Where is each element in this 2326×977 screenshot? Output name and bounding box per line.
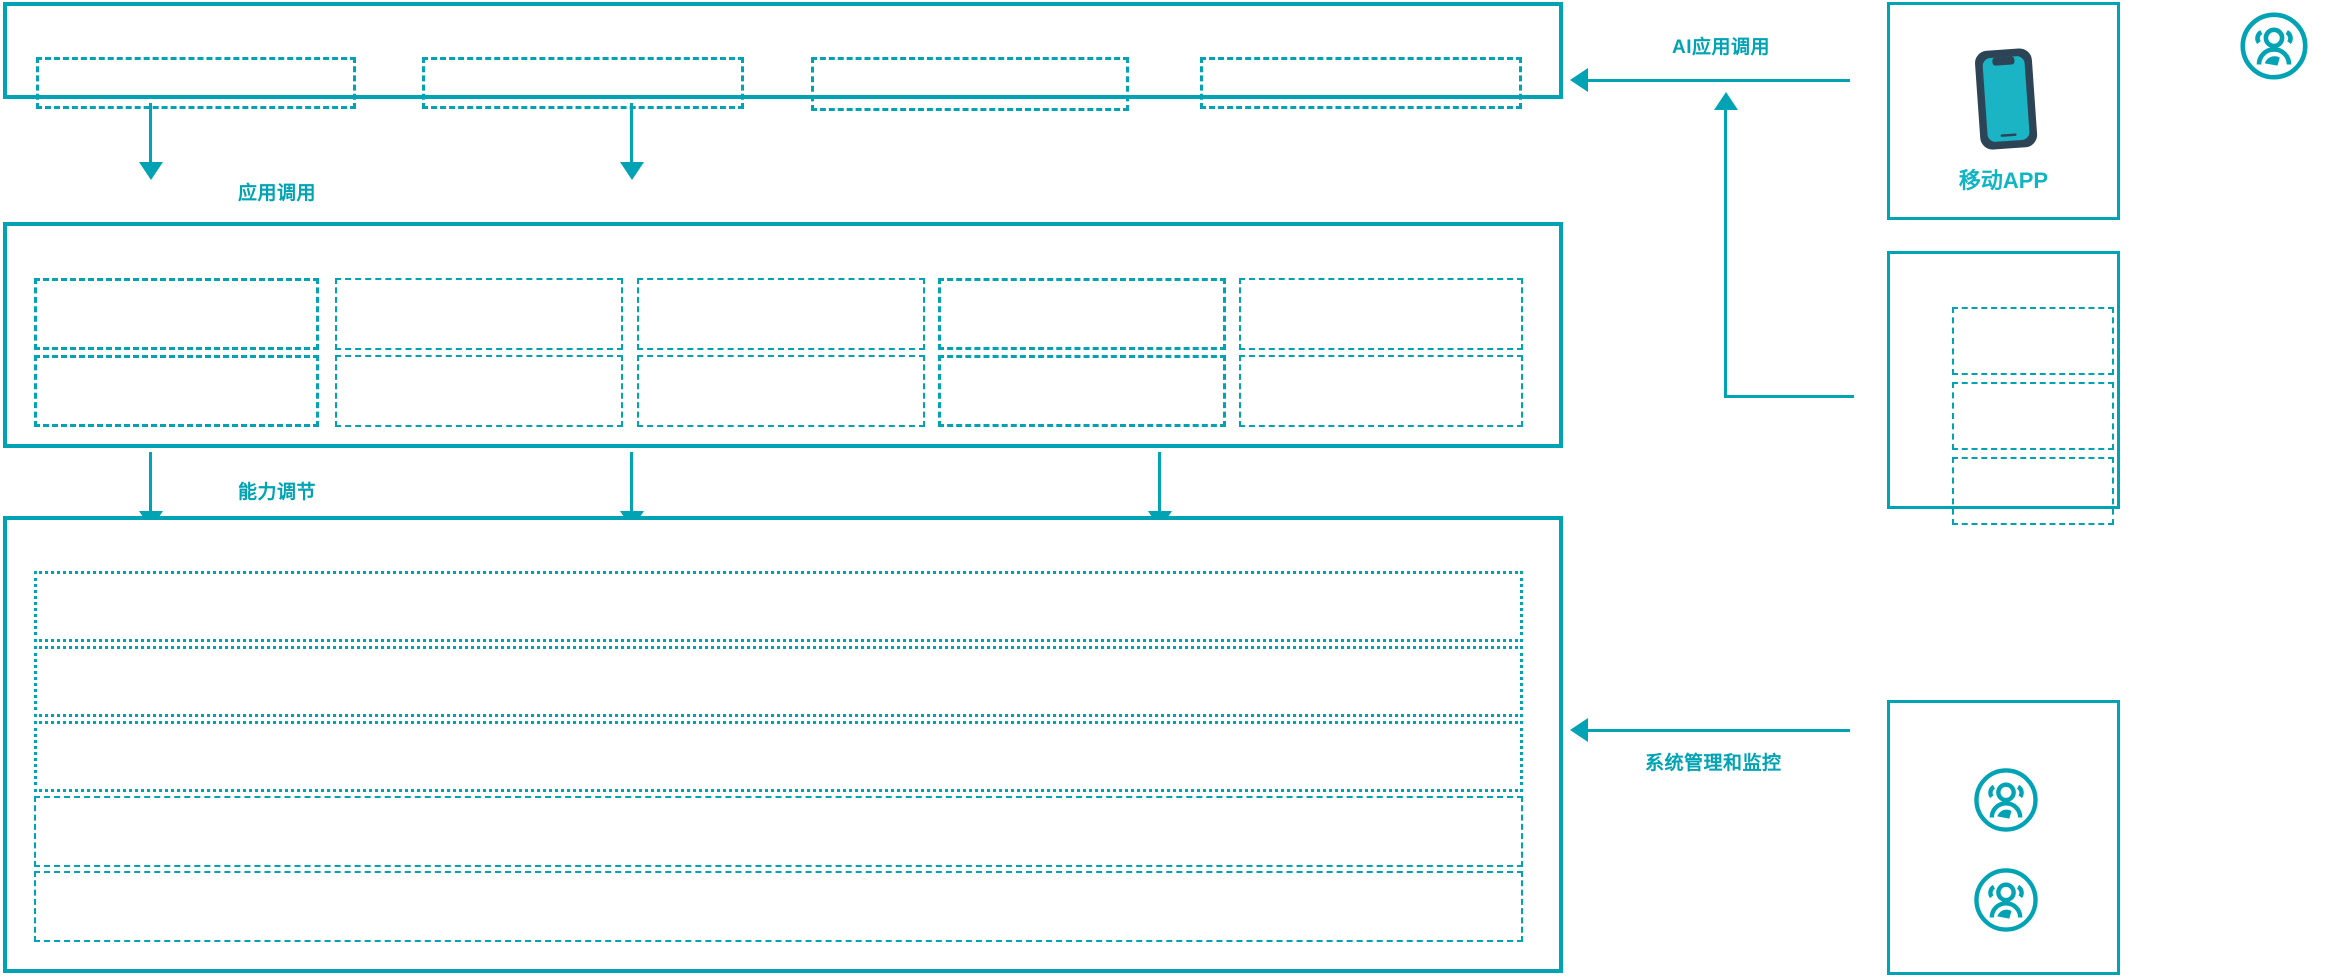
- ai-app-invoke-label: AI应用调用: [1672, 37, 1771, 58]
- channel-uplink-arrow: [1714, 92, 1738, 110]
- capability-slot-3-bottom[interactable]: [637, 355, 925, 427]
- capability-adjust-connector-1: [149, 452, 152, 513]
- channel-slot-1[interactable]: [1952, 307, 2114, 375]
- channel-uplink-vertical: [1724, 108, 1727, 398]
- platform-row-5[interactable]: [34, 871, 1523, 942]
- channel-slot-3[interactable]: [1952, 457, 2114, 525]
- capability-slot-2-top[interactable]: [335, 278, 623, 350]
- capability-adjust-connector-3: [1158, 452, 1161, 513]
- capability-adjust-connector-2: [630, 452, 633, 513]
- system-admin-label: 系统管理和监控: [1645, 753, 1782, 774]
- channel-card[interactable]: [1887, 251, 2120, 525]
- capability-slot-1-bottom[interactable]: [34, 355, 319, 427]
- ai-app-invoke-line: [1588, 79, 1850, 82]
- platform-row-4[interactable]: [34, 796, 1523, 867]
- platform-layer-panel: [3, 516, 1563, 973]
- operations-card[interactable]: [1887, 700, 2120, 975]
- platform-row-2[interactable]: [34, 646, 1523, 717]
- application-slot-2[interactable]: [422, 57, 744, 109]
- operations-user-group-icon-1[interactable]: [1971, 765, 2041, 835]
- system-admin-line: [1588, 729, 1850, 732]
- mobile-phone-icon: [1966, 43, 2046, 153]
- capability-slot-3-top[interactable]: [637, 278, 925, 350]
- application-slot-1[interactable]: [36, 57, 356, 109]
- channel-slot-2[interactable]: [1952, 382, 2114, 450]
- capability-slot-5-top[interactable]: [1239, 278, 1523, 350]
- capability-slot-4-top[interactable]: [938, 278, 1226, 350]
- system-admin-arrow: [1570, 718, 1588, 742]
- capability-slot-2-bottom[interactable]: [335, 355, 623, 427]
- capability-slot-4-bottom[interactable]: [938, 355, 1226, 427]
- app-invoke-connector-left: [149, 103, 152, 164]
- ai-app-invoke-arrow: [1570, 68, 1588, 92]
- channel-uplink-horizontal: [1724, 395, 1854, 398]
- platform-row-1[interactable]: [34, 571, 1523, 642]
- app-invoke-arrow-left: [139, 162, 163, 180]
- external-user-icon[interactable]: [2237, 9, 2311, 83]
- application-slot-4[interactable]: [1200, 57, 1522, 109]
- app-invoke-label: 应用调用: [238, 183, 317, 204]
- capability-slot-1-top[interactable]: [34, 278, 319, 350]
- operations-user-group-icon-2[interactable]: [1971, 865, 2041, 935]
- app-invoke-connector-right: [630, 103, 633, 164]
- application-layer-panel: [3, 2, 1563, 99]
- mobile-app-caption: 移动APP: [1958, 168, 2049, 193]
- mobile-app-card[interactable]: 移动APP: [1887, 2, 2120, 220]
- app-invoke-arrow-right: [620, 162, 644, 180]
- application-slot-3[interactable]: [811, 57, 1129, 111]
- capability-layer-panel: [3, 222, 1563, 448]
- platform-row-3[interactable]: [34, 721, 1523, 792]
- capability-adjust-label: 能力调节: [238, 482, 317, 503]
- capability-slot-5-bottom[interactable]: [1239, 355, 1523, 427]
